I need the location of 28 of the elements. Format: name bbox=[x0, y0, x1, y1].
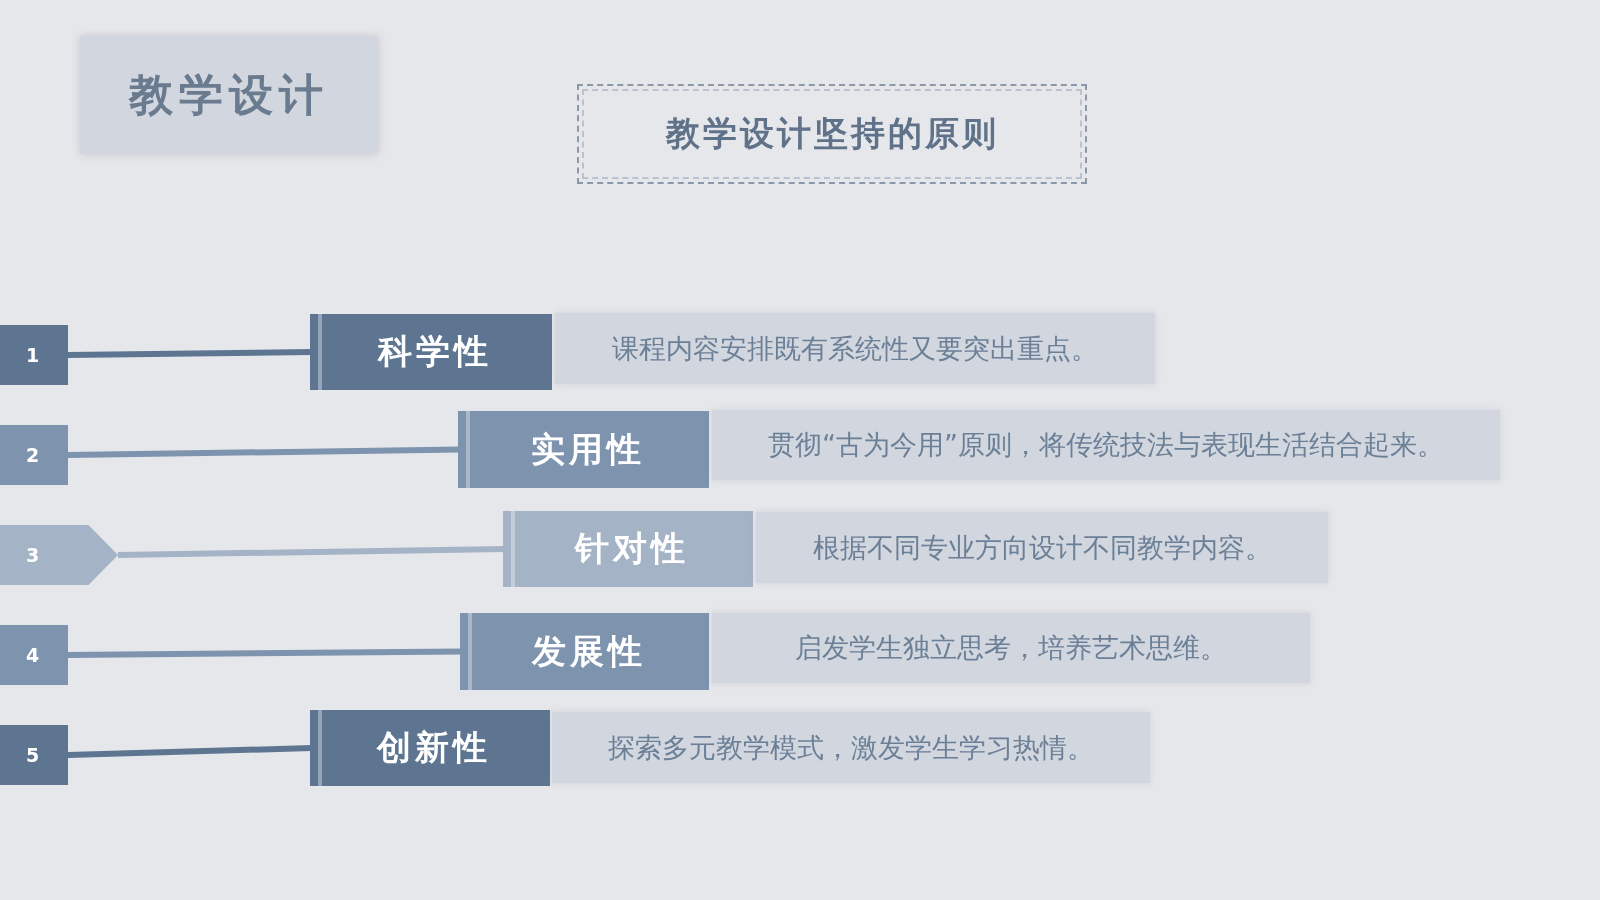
description-text: 贯彻“古为今用”原则，将传统技法与表现生活结合起来。 bbox=[768, 428, 1444, 462]
number-label: 4 bbox=[26, 644, 40, 666]
description-text: 根据不同专业方向设计不同教学内容。 bbox=[812, 530, 1272, 565]
heading-box bbox=[577, 84, 1087, 184]
banner-title: 科学性 bbox=[378, 330, 492, 373]
heading-text: 教学设计坚持的原则 bbox=[665, 112, 999, 155]
banner-title: 发展性 bbox=[531, 629, 646, 673]
number-tab bbox=[0, 625, 68, 685]
scroll-banner bbox=[460, 613, 709, 690]
scroll-banner bbox=[503, 511, 753, 587]
banner-title: 创新性 bbox=[377, 726, 491, 769]
title-banner: 教学设计 bbox=[80, 36, 378, 154]
number-tab bbox=[0, 525, 118, 585]
banner-title: 实用性 bbox=[530, 427, 645, 471]
number-label: 1 bbox=[26, 344, 40, 366]
scroll-banner bbox=[310, 314, 552, 390]
description-text: 启发学生独立思考，培养艺术思维。 bbox=[795, 631, 1227, 665]
number-tab bbox=[0, 325, 68, 385]
scroll-banner bbox=[310, 710, 550, 786]
banner-title: 针对性 bbox=[575, 527, 689, 570]
description-text: 探索多元教学模式，激发学生学习热情。 bbox=[608, 730, 1094, 765]
number-label: 2 bbox=[26, 444, 40, 466]
number-tab bbox=[0, 425, 68, 485]
number-tab bbox=[0, 725, 68, 785]
number-label: 5 bbox=[26, 744, 40, 766]
description-text: 课程内容安排既有系统性又要突出重点。 bbox=[612, 331, 1098, 366]
number-label: 3 bbox=[26, 544, 40, 566]
scroll-banner bbox=[458, 411, 709, 488]
